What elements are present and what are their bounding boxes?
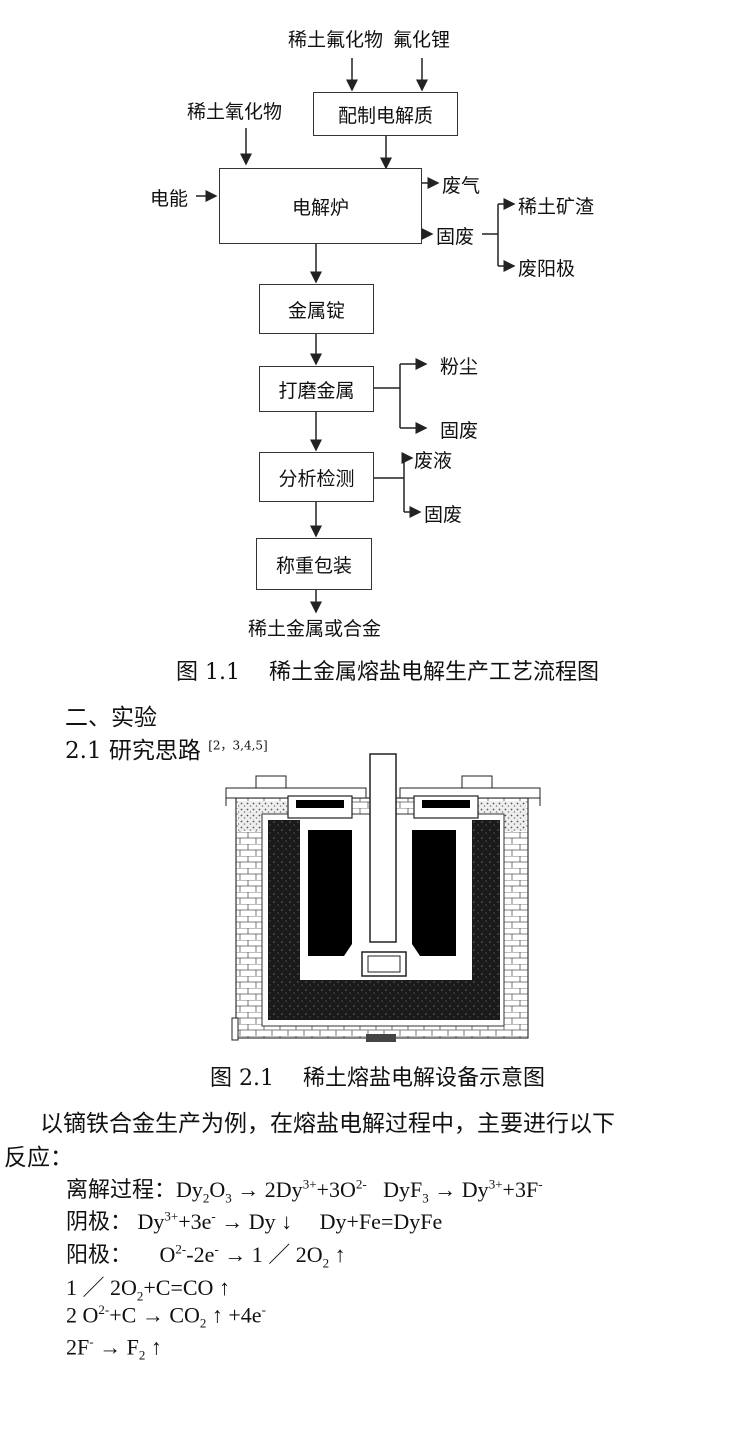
output-solid-waste-2: 固废 <box>440 420 479 442</box>
figure-1-1-caption: 图 1.1 稀土金属熔盐电解生产工艺流程图 <box>176 660 599 685</box>
input-electric-energy: 电能 <box>150 188 189 210</box>
box-analysis: 分析检测 <box>259 452 374 502</box>
final-product: 稀土金属或合金 <box>248 618 382 640</box>
output-dust: 粉尘 <box>440 356 479 378</box>
cathode-label: 阴极： <box>66 1209 133 1234</box>
box-prepare-electrolyte: 配制电解质 <box>313 92 458 136</box>
anode-label: 阳极： <box>66 1242 133 1267</box>
box-electrolysis-furnace-label: 电解炉 <box>291 196 349 219</box>
equation-cathode: 阴极： Dy3++3e- → Dy ↓ Dy+Fe=DyFe <box>66 1208 443 1234</box>
box-weigh-pack: 称重包装 <box>256 538 372 590</box>
box-electrolysis-furnace: 电解炉 <box>219 168 422 244</box>
output-waste-anode: 废阳极 <box>518 258 576 280</box>
equation-f2: 2F- → F2 ↑ <box>66 1334 162 1363</box>
dissociation-label: 离解过程： <box>66 1177 177 1202</box>
box-analysis-label: 分析检测 <box>278 467 355 490</box>
box-grind-metal: 打磨金属 <box>259 366 374 412</box>
output-waste-liquid: 废液 <box>414 450 453 472</box>
box-grind-metal-label: 打磨金属 <box>278 379 355 402</box>
paragraph-line-2: 反应： <box>4 1145 73 1171</box>
input-lithium-fluoride: 氟化锂 <box>393 29 451 51</box>
output-solid-waste-3: 固废 <box>424 504 463 526</box>
equation-dissociation: 离解过程：Dy2O3 → 2Dy3++3O2- DyF3 → Dy3++3F- <box>66 1176 543 1206</box>
electrolysis-cell-diagram <box>225 753 541 1042</box>
box-metal-ingot-label: 金属锭 <box>287 299 345 322</box>
flowchart-connectors <box>196 58 516 614</box>
section-2-1-heading: 2.1 研究思路 [2，3,4,5] <box>65 731 268 765</box>
section-2-1-citation: [2，3,4,5] <box>208 738 268 753</box>
box-weigh-pack-label: 称重包装 <box>275 554 352 577</box>
box-metal-ingot: 金属锭 <box>259 284 374 334</box>
output-waste-gas: 废气 <box>442 175 481 197</box>
equation-anode: 阳极： O2--2e- → 1 ／ 2O2 ↑ <box>66 1241 346 1271</box>
output-rare-earth-slag: 稀土矿渣 <box>518 196 595 218</box>
box-prepare-electrolyte-label: 配制电解质 <box>337 104 433 127</box>
output-solid-waste-1: 固废 <box>436 226 475 248</box>
figure-2-1-caption: 图 2.1 稀土熔盐电解设备示意图 <box>210 1066 545 1091</box>
paragraph-line-1: 以镝铁合金生产为例，在熔盐电解过程中，主要进行以下 <box>40 1111 615 1137</box>
section-2-heading: 二、实验 <box>65 705 157 731</box>
input-rare-earth-fluoride: 稀土氟化物 <box>288 29 384 51</box>
equation-co2: 2 O2-+C → CO2 ↑ +4e- <box>66 1302 266 1331</box>
equation-co: 1 ／ 2O2+C=CO ↑ <box>66 1275 230 1304</box>
input-rare-earth-oxide: 稀土氧化物 <box>187 101 283 123</box>
section-2-1-title: 2.1 研究思路 <box>65 738 201 764</box>
